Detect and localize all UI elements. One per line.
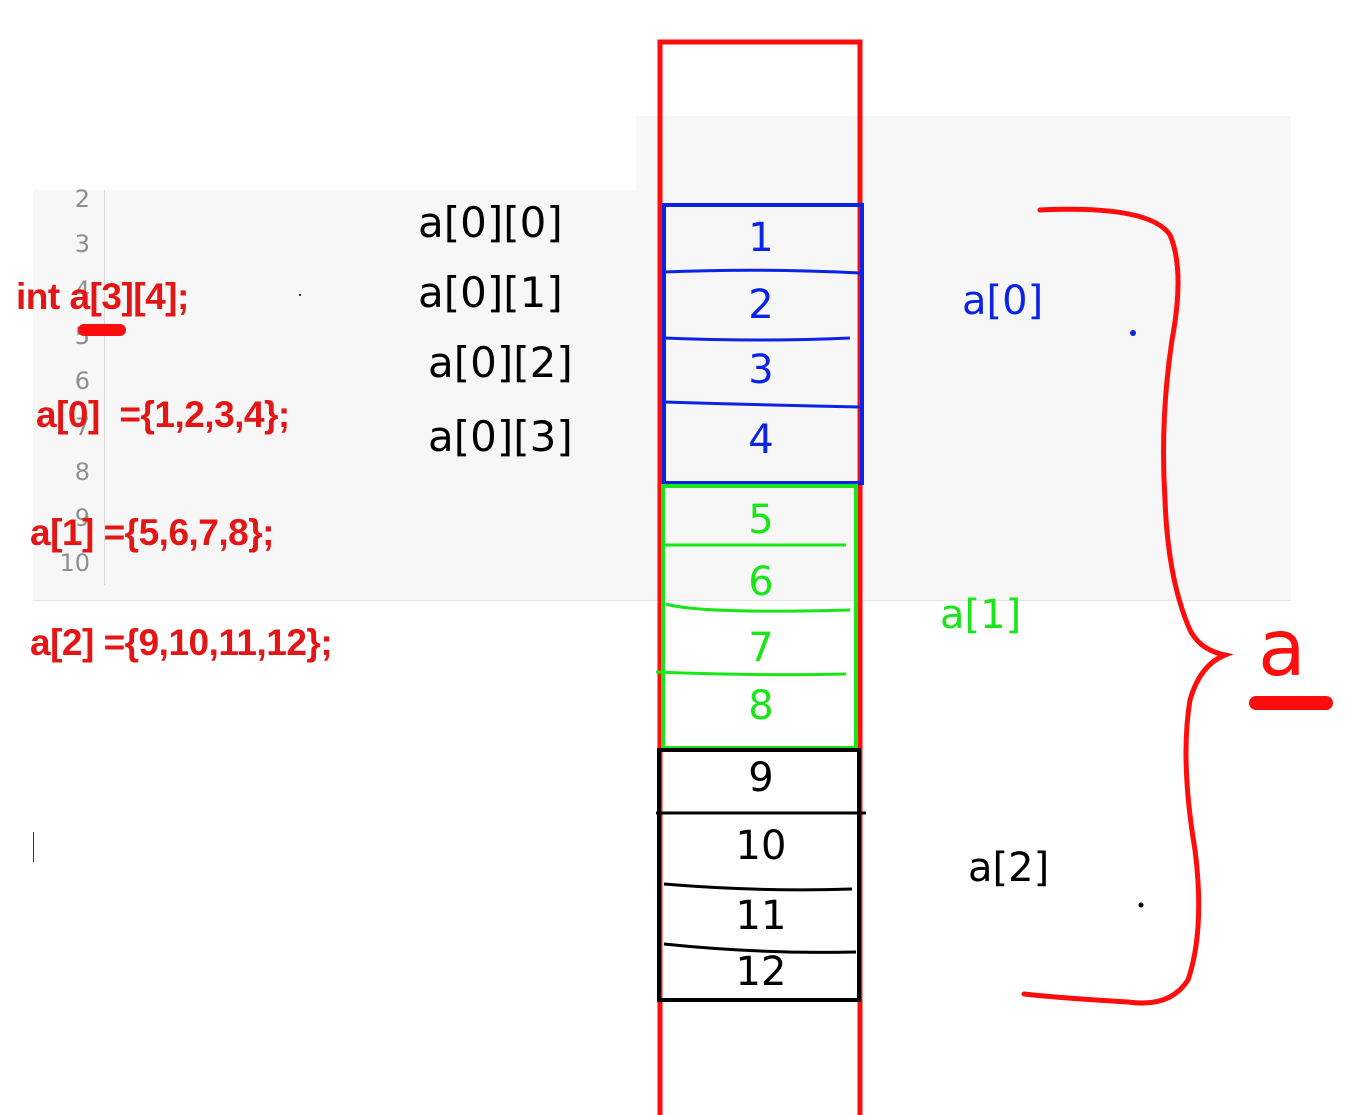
row0-block <box>662 203 864 485</box>
cell-value: 5 <box>748 497 774 543</box>
dot-mark <box>1138 902 1144 908</box>
row0-divider <box>663 268 861 275</box>
code-row2-init: a[2] ={9,10,11,12}; <box>30 622 333 663</box>
editor-panel-top <box>636 116 1291 196</box>
gutter-divider <box>104 190 105 585</box>
cell-value: 1 <box>748 215 774 261</box>
element-label-a02: a[0][2] <box>428 338 573 387</box>
line-number: 10 <box>59 549 90 577</box>
cell-value: 2 <box>748 282 774 328</box>
line-number: 4 <box>74 276 90 304</box>
array-label: a <box>1258 604 1306 694</box>
cell-value: 3 <box>748 347 774 393</box>
row1-divider <box>655 670 847 677</box>
line-number: 7 <box>74 413 90 441</box>
cell-value: 12 <box>735 949 787 995</box>
row0-label: a[0] <box>962 278 1044 324</box>
code-declaration: int a[3][4]; <box>16 276 189 317</box>
row1-label: a[1] <box>940 592 1022 638</box>
line-number: 3 <box>74 230 90 258</box>
row0-divider <box>663 336 851 342</box>
cell-value: 9 <box>748 755 774 801</box>
line-number: 8 <box>74 458 90 486</box>
row1-divider <box>665 602 851 613</box>
row0-divider <box>663 400 861 409</box>
cell-value: 10 <box>735 823 787 869</box>
element-label-a01: a[0][1] <box>418 268 563 317</box>
cell-value: 4 <box>748 417 774 463</box>
code-row0-init: a[0] ={1,2,3,4}; <box>36 394 290 435</box>
code-row1-init: a[1] ={5,6,7,8}; <box>30 512 274 553</box>
cell-value: 11 <box>735 893 787 939</box>
line-number: 9 <box>74 504 90 532</box>
cell-value: 6 <box>748 559 774 605</box>
text-cursor <box>33 832 34 862</box>
dot-mark <box>299 294 301 296</box>
element-label-a00: a[0][0] <box>418 198 563 247</box>
cell-value: 7 <box>748 625 774 671</box>
row2-block <box>657 748 861 1002</box>
dot-mark <box>1130 330 1136 336</box>
line-number: 6 <box>74 367 90 395</box>
array-brace <box>1021 206 1234 1006</box>
memory-column-outline <box>657 39 863 1115</box>
row2-divider <box>663 942 857 954</box>
cell-value: 8 <box>748 683 774 729</box>
row2-label: a[2] <box>968 845 1050 891</box>
element-label-a03: a[0][3] <box>428 412 573 461</box>
row2-divider <box>663 882 853 892</box>
line-number: 2 <box>74 185 90 213</box>
